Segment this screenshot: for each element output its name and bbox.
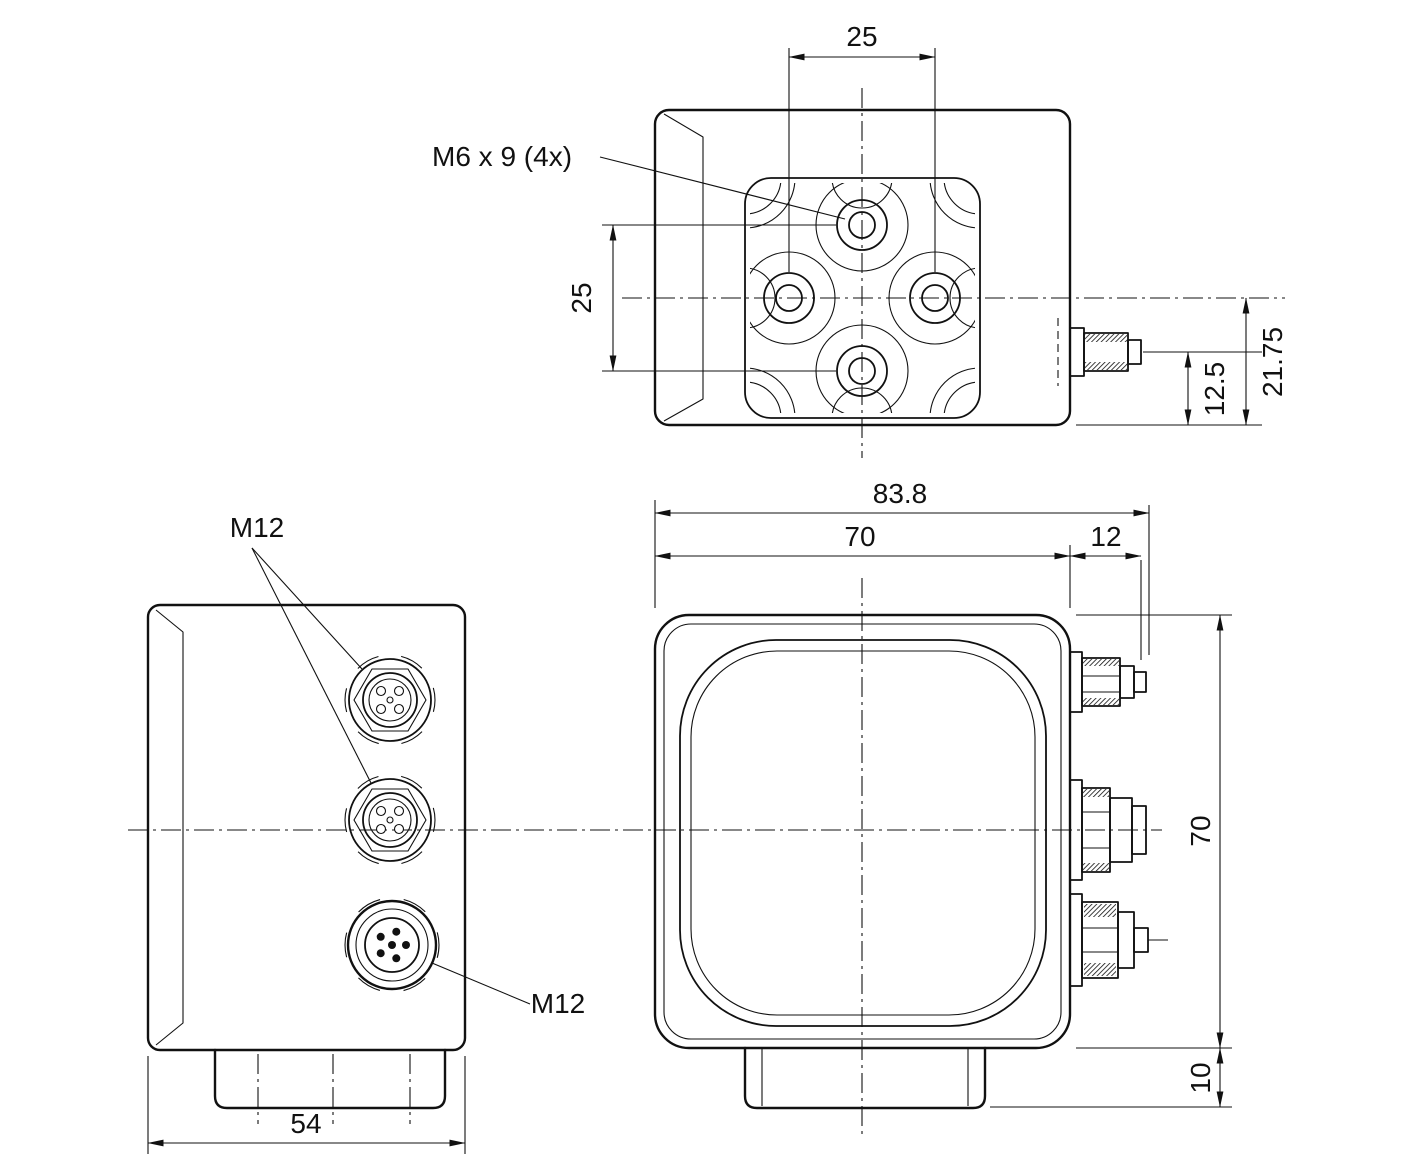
top-view-side-connector [1057, 318, 1142, 386]
m12-upper-leader-1 [251, 547, 363, 670]
m12-connector-top-face [344, 654, 436, 746]
mounting-plate [744, 177, 981, 419]
dim-connector-protrusion: 12 [1090, 521, 1121, 552]
mounting-hole-left [763, 272, 815, 324]
front-view-dimensions: 83.8 70 12 70 10 [654, 478, 1232, 1108]
front-window [679, 639, 1047, 1027]
side-view-front-edge [155, 609, 184, 1046]
thread-callout-leader [599, 156, 846, 220]
thread-callout: M6 x 9 (4x) [432, 141, 846, 220]
mounting-hole-top [836, 199, 888, 251]
m12-lower-label: M12 [531, 988, 585, 1019]
dim-housing-height: 70 [1185, 815, 1216, 846]
m12-connector-middle-face [344, 774, 436, 866]
side-view-mounting-foot [213, 1048, 447, 1110]
dim-depth: 54 [290, 1108, 321, 1139]
connector-top-profile [1069, 651, 1147, 713]
dim-hole-spacing-vertical: 25 [566, 282, 597, 313]
top-view: M6 x 9 (4x) 25 25 12.5 21.75 [432, 21, 1288, 458]
dim-connector-axis-offset: 12.5 [1199, 362, 1230, 417]
m12-lower-leader [431, 962, 531, 1005]
connector-bottom-profile [1069, 893, 1170, 987]
connector-middle-profile [1069, 779, 1147, 881]
top-view-housing-outline [653, 108, 1072, 427]
mounting-hole-bottom [836, 345, 888, 397]
dim-mounting-foot-height: 10 [1185, 1062, 1216, 1093]
m12-connector-bottom-face [344, 897, 440, 993]
side-view-dimensions: 54 [147, 1056, 466, 1154]
dim-connector-axis-from-center: 21.75 [1257, 327, 1288, 397]
m12-upper-label: M12 [230, 512, 284, 543]
front-view: 83.8 70 12 70 10 [653, 478, 1232, 1134]
side-view: M12 M12 54 [146, 512, 585, 1154]
dim-housing-width: 70 [844, 521, 875, 552]
thread-callout-label: M6 x 9 (4x) [432, 141, 572, 172]
m12-upper-leader-2 [251, 547, 372, 784]
side-view-housing-outline [146, 603, 467, 1052]
front-view-mounting-foot [743, 1046, 987, 1110]
m12-callout-upper: M12 [230, 512, 372, 784]
m12-callout-lower: M12 [431, 962, 585, 1019]
dim-overall-width: 83.8 [873, 478, 928, 509]
mounting-hole-right [909, 272, 961, 324]
front-view-inner-contour [663, 623, 1062, 1040]
top-view-dimensions: 25 25 12.5 21.75 [566, 21, 1288, 426]
dim-hole-spacing-horizontal: 25 [846, 21, 877, 52]
front-window-inner [690, 650, 1036, 1016]
top-view-front-edge [663, 113, 704, 422]
